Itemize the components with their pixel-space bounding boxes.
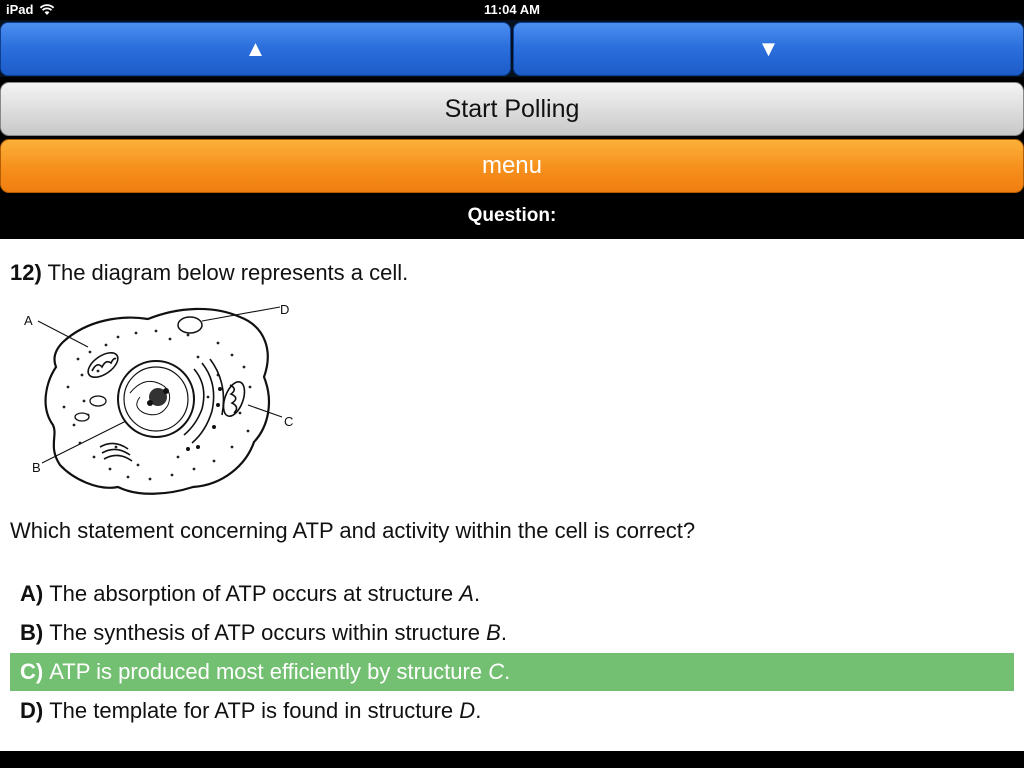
answer-option-a[interactable]: A) The absorption of ATP occurs at struc…	[10, 575, 1014, 613]
wifi-icon	[40, 3, 55, 15]
nav-row: ▲ ▼	[0, 20, 1024, 77]
answer-option-c-selected[interactable]: C) ATP is produced most efficiently by s…	[10, 653, 1014, 691]
start-polling-button[interactable]: Start Polling	[0, 82, 1024, 136]
cell-diagram: A D C B	[24, 302, 293, 495]
mitochondrion-right	[222, 381, 246, 417]
answer-text: The template for ATP is found in structu…	[49, 698, 454, 723]
status-bar: iPad 11:04 AM	[0, 0, 1024, 20]
up-arrow-icon: ▲	[244, 36, 267, 61]
figure-label-d: D	[280, 302, 289, 317]
answer-text: ATP is produced most efficiently by stru…	[49, 659, 483, 684]
nucleus	[117, 360, 195, 438]
previous-button[interactable]: ▲	[0, 22, 511, 76]
cytoplasm-dots	[62, 329, 252, 481]
question-content: 12) The diagram below represents a cell.	[0, 239, 1024, 751]
label-line-d	[201, 306, 281, 322]
answer-option-d[interactable]: D) The template for ATP is found in stru…	[10, 692, 1014, 730]
answer-text: The absorption of ATP occurs at structur…	[49, 581, 454, 606]
answer-punct: .	[504, 659, 511, 684]
label-line-c	[247, 404, 283, 418]
question-number: 12)	[10, 260, 42, 285]
figure-label-a: A	[24, 313, 33, 328]
answer-option-b[interactable]: B) The synthesis of ATP occurs within st…	[10, 614, 1014, 652]
question-header: Question:	[0, 193, 1024, 239]
next-button[interactable]: ▼	[513, 22, 1024, 76]
menu-button[interactable]: menu	[0, 139, 1024, 193]
question-intro-line: 12) The diagram below represents a cell.	[10, 260, 408, 286]
vacuole	[177, 316, 203, 334]
status-left: iPad	[6, 2, 55, 17]
menu-label: menu	[481, 152, 543, 179]
answer-letter: D)	[20, 698, 44, 723]
figure-label-b: B	[32, 460, 41, 475]
answer-structure: B	[486, 620, 501, 645]
label-line-a	[37, 320, 89, 348]
answer-punct: .	[475, 698, 482, 723]
question-intro: The diagram below represents a cell.	[47, 260, 409, 285]
question-prompt: Which statement concerning ATP and activ…	[10, 518, 696, 543]
figure-label-c: C	[284, 414, 293, 429]
answer-structure: D	[459, 698, 476, 723]
bottom-bar	[0, 751, 1024, 768]
label-line-b	[41, 420, 127, 464]
answer-letter: C)	[20, 659, 44, 684]
endoplasmic-reticulum	[183, 358, 225, 444]
answer-text: The synthesis of ATP occurs within struc…	[49, 620, 481, 645]
answer-letter: B)	[20, 620, 44, 645]
start-polling-label: Start Polling	[444, 94, 580, 123]
answer-structure: A	[459, 581, 474, 606]
mitochondrion-left	[87, 351, 119, 379]
device-name: iPad	[6, 2, 34, 17]
golgi-apparatus	[99, 442, 133, 462]
answer-punct: .	[473, 581, 481, 606]
down-arrow-icon: ▼	[757, 36, 780, 61]
answer-structure: C	[488, 659, 505, 684]
status-clock: 11:04 AM	[484, 2, 540, 17]
ribosome-dots	[186, 387, 222, 451]
answer-letter: A)	[20, 581, 44, 606]
answer-punct: .	[500, 620, 507, 645]
